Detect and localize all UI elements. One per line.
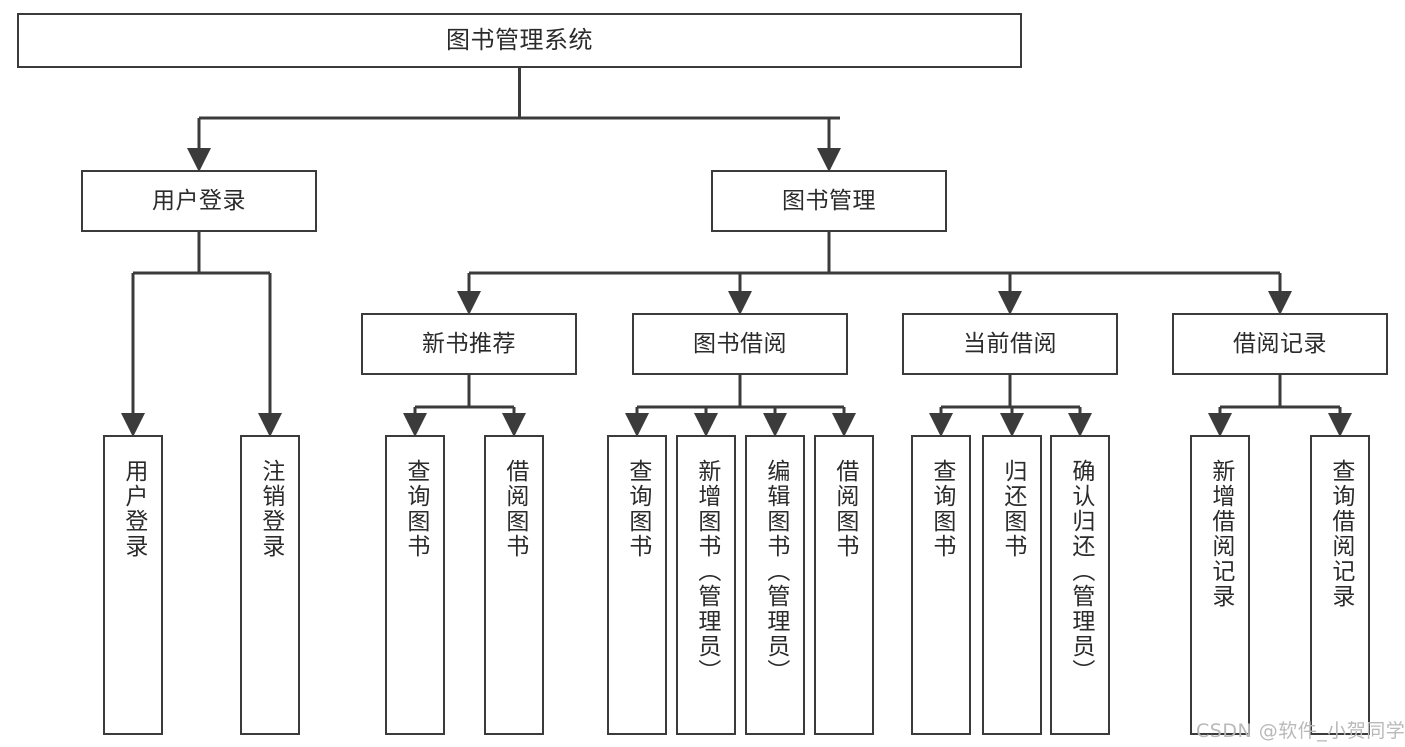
node-label: 图书管理系统	[446, 25, 593, 54]
node-label: 图书借阅	[693, 330, 787, 357]
node-user-login[interactable]: 用户登录	[81, 170, 317, 232]
leaf-return-book[interactable]: 归还图书	[982, 435, 1042, 735]
leaf-borrow-book[interactable]: 借阅图书	[814, 435, 874, 735]
node-label: 编辑图书（管理员）	[762, 459, 789, 684]
node-book-management[interactable]: 图书管理	[711, 170, 947, 232]
node-label: 当前借阅	[963, 330, 1057, 357]
node-borrow-record[interactable]: 借阅记录	[1172, 313, 1388, 375]
leaf-add-borrow-record[interactable]: 新增借阅记录	[1190, 435, 1250, 735]
node-label: 用户登录	[152, 187, 246, 214]
node-label: 注销登录	[257, 459, 284, 559]
node-label: 查询图书	[928, 459, 955, 559]
leaf-query-book-current[interactable]: 查询图书	[911, 435, 971, 735]
node-new-book-recommend[interactable]: 新书推荐	[361, 313, 577, 375]
leaf-logout[interactable]: 注销登录	[240, 435, 300, 735]
leaf-add-book-admin[interactable]: 新增图书（管理员）	[676, 435, 736, 735]
node-label: 借阅记录	[1233, 330, 1327, 357]
leaf-query-book-borrow[interactable]: 查询图书	[607, 435, 667, 735]
node-label: 图书管理	[782, 187, 876, 214]
leaf-confirm-return-admin[interactable]: 确认归还（管理员）	[1050, 435, 1110, 735]
node-label: 确认归还（管理员）	[1067, 459, 1094, 684]
leaf-user-login[interactable]: 用户登录	[103, 435, 163, 735]
node-label: 查询借阅记录	[1327, 459, 1354, 609]
node-current-borrow[interactable]: 当前借阅	[902, 313, 1118, 375]
node-label: 新书推荐	[422, 330, 516, 357]
node-label: 查询图书	[624, 459, 651, 559]
node-book-borrow[interactable]: 图书借阅	[632, 313, 848, 375]
leaf-query-borrow-record[interactable]: 查询借阅记录	[1310, 435, 1370, 735]
node-label: 借阅图书	[501, 459, 528, 559]
node-label: 查询图书	[402, 459, 429, 559]
csdn-watermark: CSDN @软件_小贺同学	[1196, 720, 1405, 742]
node-root-system[interactable]: 图书管理系统	[17, 13, 1022, 68]
node-label: 借阅图书	[831, 459, 858, 559]
node-label: 用户登录	[120, 459, 147, 559]
node-label: 归还图书	[999, 459, 1026, 559]
node-label: 新增借阅记录	[1207, 459, 1234, 609]
leaf-edit-book-admin[interactable]: 编辑图书（管理员）	[745, 435, 805, 735]
node-label: 新增图书（管理员）	[693, 459, 720, 684]
leaf-query-book-recommend[interactable]: 查询图书	[385, 435, 445, 735]
leaf-borrow-book-recommend[interactable]: 借阅图书	[484, 435, 544, 735]
